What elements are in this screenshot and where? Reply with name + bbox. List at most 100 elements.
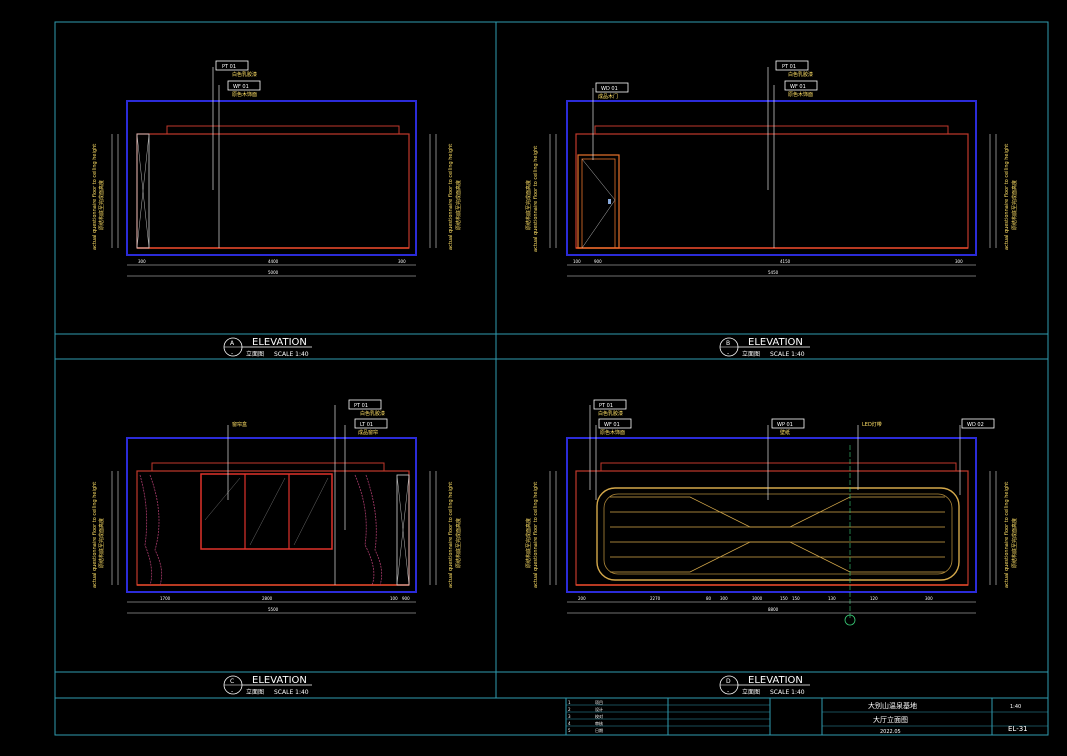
d-title-lower: - [727,688,729,695]
a-title-id: A [230,340,235,347]
a-wall-outline [126,100,417,256]
a-right-vertical-text: actual questionnaire floor to ceiling he… [448,144,454,250]
a-tag-wf01 [227,80,261,91]
c-title-lower: - [231,688,233,695]
d-tag-wp01-text: 壁纸 [780,429,790,436]
d-zigzag-2 [610,541,945,573]
tb-project-name: 大别山温泉基地 [868,701,917,710]
d-tag-wd02 [961,418,995,429]
c-tag-lt01-text: 成品窗帘 [358,429,378,436]
c-window [200,473,333,550]
d-dim-9: 120 [870,596,878,601]
a-left-panel [136,133,150,249]
b-door-swing [581,158,616,249]
a-left-chinese-text: 原结构底至完成面高度 [98,180,105,230]
b-interior [575,133,969,249]
d-dim-1: 200 [578,596,586,601]
d-title-subtitle: 立面图 [742,688,760,696]
d-wall-outline [566,437,977,593]
a-tag-wf01-text: 原色木饰面 [232,91,257,98]
c-wall-outline [126,437,417,593]
tb-scale-value: 1:40 [1010,704,1021,710]
c-curtain-left [139,474,163,586]
b-tag-pt01-text: 白色乳胶漆 [788,71,813,78]
d-left-vertical-text: actual questionnaire floor to ceiling he… [533,482,539,588]
title-block-frame [565,697,1049,736]
c-dim-3: 100 [390,596,398,601]
c-left-chinese-text: 原结构底至完成面高度 [98,518,105,568]
b-wall-outline [566,100,977,256]
a-left-panel-x2 [136,133,150,249]
c-left-vertical-text: actual questionnaire floor to ceiling he… [92,482,98,588]
d-led-text: LED灯带 [862,421,882,428]
b-title-subtitle: 立面图 [742,350,760,358]
b-tag-wf01-text: 原色木饰面 [788,91,813,98]
d-dim-10: 300 [925,596,933,601]
c-curtain-box [151,462,385,472]
d-dim-total: 8800 [768,607,779,612]
c-tag-lt01 [354,418,388,429]
d-title-text: ELEVATION [748,675,803,686]
tb-label-1: 项目 [595,699,603,705]
c-tag-pt01 [348,399,382,410]
a-tag-pt01-code: PT 01 [222,64,236,70]
b-title-scale: SCALE 1:40 [770,351,805,358]
a-title-scale: SCALE 1:40 [274,351,309,358]
d-left-chinese-text: 原结构底至完成面高度 [525,518,532,568]
d-right-chinese-text: 原结构底至完成面高度 [1011,518,1018,568]
d-dim-2: 2270 [650,596,661,601]
elevation-b: PT 01 白色乳胶漆 WF 01 原色木饰面 WD 01 成品木门 actua… [525,60,1018,358]
d-tag-pt01-code: PT 01 [599,403,613,409]
c-curtain-right [354,474,383,586]
d-feature-wall [596,487,960,581]
c-tag-pt01-code: PT 01 [354,403,368,409]
a-dim-1: 300 [138,259,146,264]
d-zigzag-1 [610,496,945,528]
b-right-vertical-text: actual questionnaire floor to ceiling he… [1004,144,1010,250]
tb-drawing-name: 大厅立面图 [873,715,908,724]
b-right-chinese-text: 原结构底至完成面高度 [1011,180,1018,230]
a-title-text: ELEVATION [252,337,307,348]
c-dim-4: 900 [402,596,410,601]
b-title-lower: - [727,350,729,357]
d-ceiling-bulkhead [600,462,957,472]
d-dim-8: 130 [828,596,836,601]
c-dim-2: 2800 [262,596,273,601]
d-dim-4: 300 [720,596,728,601]
b-tag-wf01 [784,80,818,91]
d-dim-5: 3000 [752,596,763,601]
a-title-subtitle: 立面图 [246,350,264,358]
b-left-vertical-text: actual questionnaire floor to ceiling he… [533,146,539,252]
c-title-scale: SCALE 1:40 [274,689,309,696]
a-interior [136,133,410,249]
c-right-vertical-text: actual questionnaire floor to ceiling he… [448,482,454,588]
a-left-vertical-text: actual questionnaire floor to ceiling he… [92,144,98,250]
b-tag-wd01-code: WD 01 [601,86,618,92]
b-tag-wd01-text: 成品木门 [598,93,618,100]
tb-label-3: 校对 [595,713,603,719]
b-title-text: ELEVATION [748,337,803,348]
c-right-chinese-text: 原结构底至完成面高度 [455,518,462,568]
a-dim-3: 300 [398,259,406,264]
tb-row-num-4: 4 [568,721,571,726]
d-dim-3: 80 [706,596,712,601]
a-right-chinese-text: 原结构底至完成面高度 [455,180,462,230]
d-tag-wp01-code: WP 01 [777,422,793,428]
d-dim-7: 150 [792,596,800,601]
elevation-c: 窗帘盒 PT 01 白色乳胶漆 LT 01 成品窗帘 actual questi… [92,399,462,696]
b-dim-2: 900 [594,259,602,264]
b-tag-wd01 [595,82,629,93]
d-feature-inner [603,493,953,575]
a-tag-pt01-text: 白色乳胶漆 [232,71,257,78]
c-dim-total: 5500 [268,607,279,612]
d-tag-wf01-text: 原色木饰面 [600,429,625,436]
tb-drawing-number: EL-31 [1008,725,1028,733]
d-dim-6: 150 [780,596,788,601]
b-ceiling-bulkhead [594,125,949,135]
d-title-scale: SCALE 1:40 [770,689,805,696]
tb-date: 2022.05 [880,729,901,735]
d-tag-wf01 [598,418,632,429]
c-tag-pt01-text: 白色乳胶漆 [360,410,385,417]
a-tag-wf01-code: WF 01 [233,84,249,90]
